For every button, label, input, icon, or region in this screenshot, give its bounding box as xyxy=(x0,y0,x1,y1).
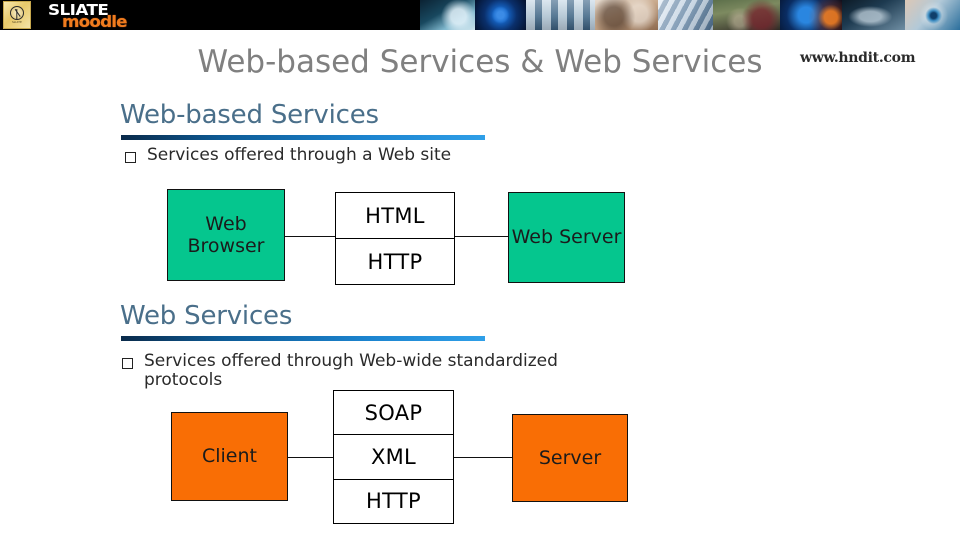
bullet-text: Services offered through a Web site xyxy=(147,145,452,165)
connector-browser-to-stack xyxy=(282,236,337,237)
site-wordmark[interactable]: SLIATE moodle xyxy=(48,0,178,30)
crest-emblem-icon xyxy=(10,6,24,20)
section-heading-web-services: Web Services xyxy=(120,301,293,331)
protocol-stack-web-services: SOAP XML HTTP xyxy=(333,390,454,524)
diagram-node-web-server[interactable]: Web Server xyxy=(508,192,625,283)
protocol-cell-http: HTTP xyxy=(336,238,454,284)
header-thumb-keyboard xyxy=(658,0,713,30)
protocol-cell-http-2: HTTP xyxy=(334,478,453,523)
protocol-cell-xml: XML xyxy=(334,434,453,478)
header-thumb-globe-blue xyxy=(474,0,526,30)
header-thumb-screens xyxy=(525,0,595,30)
header-thumb-globe-flare xyxy=(780,0,842,30)
header-thumb-head-scan xyxy=(841,0,906,30)
bullet-item-web-based: Services offered through a Web site xyxy=(125,145,625,165)
section-rule-1 xyxy=(121,135,485,140)
section-heading-web-based-services: Web-based Services xyxy=(120,100,379,130)
page-title: Web-based Services & Web Services xyxy=(197,44,763,80)
protocol-cell-html: HTML xyxy=(365,203,425,228)
connector-stack-to-server xyxy=(453,236,510,237)
header-thumb-eye xyxy=(905,0,960,30)
connector-client-to-stack xyxy=(286,457,336,458)
protocol-cell-soap: SOAP xyxy=(364,400,423,425)
bullet-item-web-services: Services offered through Web-wide standa… xyxy=(122,351,592,391)
header-image-strip xyxy=(420,0,960,30)
diagram-node-client[interactable]: Client xyxy=(171,412,288,501)
sliate-crest-logo-icon[interactable]: SLIATE xyxy=(3,1,31,29)
section-rule-2 xyxy=(121,336,485,341)
square-bullet-icon xyxy=(125,152,136,163)
watermark-url: www.hndit.com xyxy=(800,50,916,66)
wordmark-sliate: SLIATE xyxy=(48,1,109,19)
header-thumb-classroom xyxy=(712,0,780,30)
header-thumb-astronaut xyxy=(420,0,475,30)
wordmark-moodle: moodle xyxy=(62,12,128,30)
header-thumb-people xyxy=(594,0,659,30)
square-bullet-icon xyxy=(122,358,133,369)
bullet-text: Services offered through Web-wide standa… xyxy=(144,351,558,391)
site-header-banner: SLIATE SLIATE moodle xyxy=(0,0,960,30)
crest-caption: SLIATE xyxy=(12,21,22,24)
diagram-node-web-browser[interactable]: Web Browser xyxy=(167,189,285,281)
connector-stack-to-server-2 xyxy=(452,457,514,458)
protocol-stack-web-based: HTML HTTP xyxy=(335,192,455,285)
diagram-node-server[interactable]: Server xyxy=(512,414,628,502)
